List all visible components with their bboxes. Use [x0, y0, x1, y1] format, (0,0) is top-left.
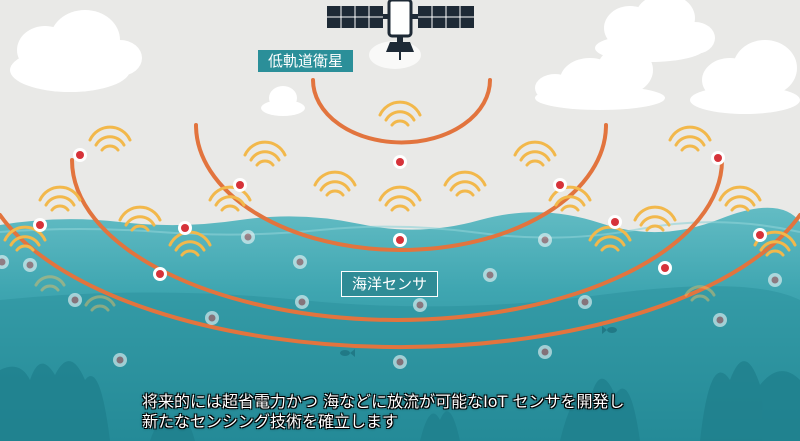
sensor-dot — [608, 215, 622, 229]
orbit-arc-3 — [70, 158, 724, 322]
subtitle-line-2: 新たなセンシング技術を確立します — [142, 412, 399, 431]
clouds — [10, 0, 800, 116]
signal-icon — [3, 225, 47, 252]
signal-waves — [3, 100, 797, 257]
sensor-label: 海洋センサ — [341, 271, 439, 297]
subtitle: 将来的には超省電力かつ 海などに放流が可能なIoT センサを開発し 新たなセンシ… — [110, 392, 710, 432]
sensor-dot — [68, 293, 82, 307]
signal-waves-faint — [34, 275, 716, 312]
sensors — [33, 148, 767, 281]
satellite-label: 低軌道衛星 — [258, 50, 354, 72]
subtitle-line-1: 将来的には超省電力かつ 海などに放流が可能なIoT センサを開発し — [142, 392, 625, 411]
cloud-right-mid — [535, 46, 665, 110]
orbit-arc-4 — [0, 213, 800, 350]
cloud-small-left — [261, 86, 305, 116]
signal-icon — [208, 185, 252, 212]
signal-icon — [684, 285, 716, 302]
sensor-dot — [73, 148, 87, 162]
sensor-dot — [241, 230, 255, 244]
sensor-dot — [233, 178, 247, 192]
signal-icon — [84, 295, 116, 312]
signal-icon — [88, 125, 132, 152]
sensor-dot — [205, 311, 219, 325]
signal-icon — [118, 205, 162, 232]
sensor-dot — [33, 218, 47, 232]
cloud-right-top — [595, 0, 715, 62]
signal-icon — [633, 205, 677, 232]
seabed — [0, 361, 800, 441]
signal-icon — [548, 185, 592, 212]
signal-icon — [313, 170, 357, 197]
sensor-dot — [713, 313, 727, 327]
orbit-arc-2 — [194, 123, 608, 252]
sensor-dot — [295, 295, 309, 309]
signal-icon — [243, 140, 287, 167]
signal-icon — [34, 275, 66, 292]
signal-icon — [378, 185, 422, 212]
sensor-dot — [711, 151, 725, 165]
signal-icon — [378, 100, 422, 127]
sensor-dot — [393, 355, 407, 369]
signal-icon — [38, 185, 82, 212]
sensor-dot — [153, 267, 167, 281]
sensor-dot — [553, 178, 567, 192]
sensor-dot — [578, 295, 592, 309]
sensor-dot — [23, 258, 37, 272]
sensor-dot — [658, 261, 672, 275]
cloud-far-right — [690, 40, 800, 114]
sensor-dot — [113, 353, 127, 367]
signal-icon — [588, 225, 632, 252]
signal-icon — [513, 140, 557, 167]
signal-icon — [443, 170, 487, 197]
orbit-arc-1 — [311, 78, 492, 145]
sensor-dot — [753, 228, 767, 242]
sensor-dot — [393, 233, 407, 247]
sensor-dot — [393, 155, 407, 169]
signal-icon — [668, 125, 712, 152]
sensor-dot — [0, 255, 9, 269]
satellite-icon — [327, 0, 474, 60]
sensor-dot — [538, 233, 552, 247]
sensor-dot — [538, 345, 552, 359]
cloud-left — [10, 10, 142, 92]
signal-icon — [718, 185, 762, 212]
sensor-dot — [413, 298, 427, 312]
sensors-faint — [0, 230, 782, 369]
sensor-dot — [178, 221, 192, 235]
fish-icon — [340, 326, 617, 357]
orbit-arcs — [0, 78, 800, 350]
sensor-dot — [483, 268, 497, 282]
sensor-dot — [293, 255, 307, 269]
sensor-dot — [768, 273, 782, 287]
